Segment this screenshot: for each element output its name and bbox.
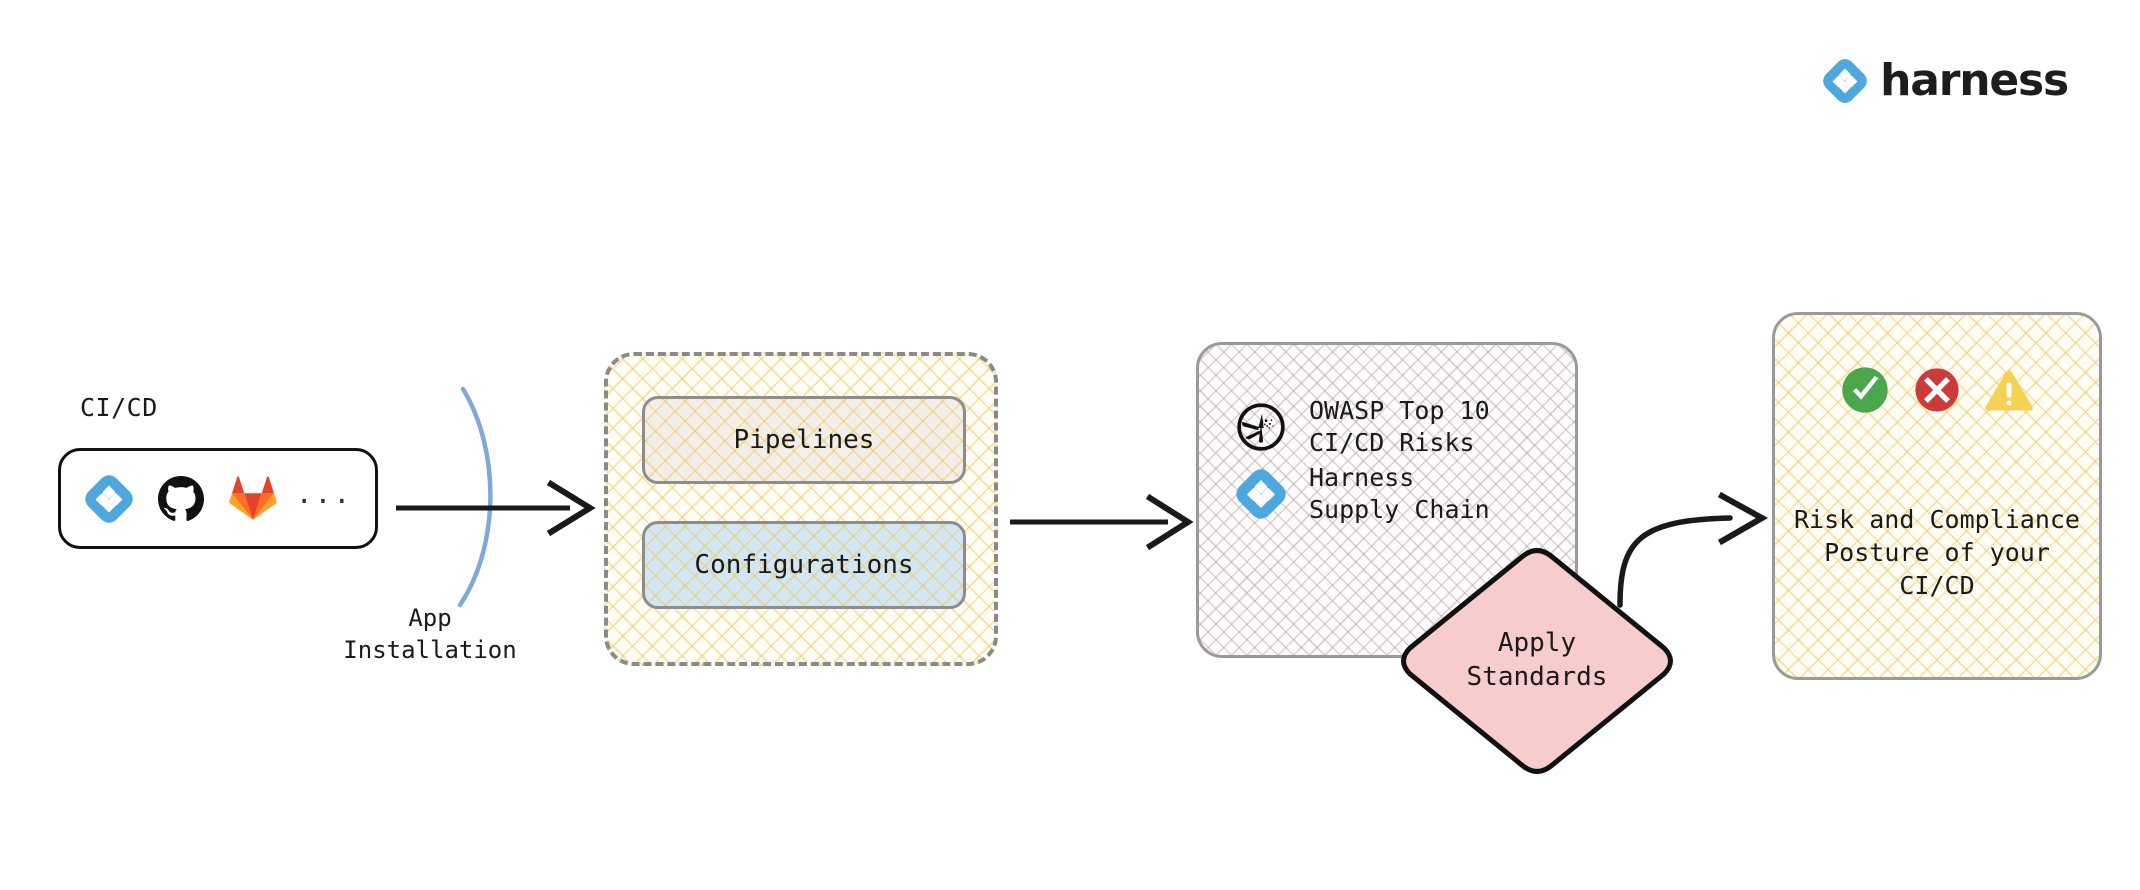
scanned-assets-group: Pipelines Configurations (604, 352, 998, 666)
posture-box: Risk and Compliance Posture of your CI/C… (1772, 312, 2102, 680)
standard-item-harness-label: Harness Supply Chain (1309, 463, 1490, 524)
harness-diamond-icon (84, 474, 133, 523)
card-configurations-label: Configurations (694, 549, 914, 580)
github-octocat-icon (157, 475, 204, 521)
standard-item-harness[interactable]: Harness Supply Chain (1235, 462, 1490, 526)
harness-wordmark: harness (1880, 55, 2069, 106)
arrow-standards-to-posture-head (1717, 491, 1769, 546)
card-configurations[interactable]: Configurations (642, 521, 966, 609)
card-pipelines[interactable]: Pipelines (642, 396, 966, 484)
harness-diamond-icon (1823, 59, 1867, 103)
more-tools-ellipsis: ... (295, 477, 353, 510)
harness-logo: harness (1822, 55, 2069, 106)
app-installation-label: App Installation (343, 604, 517, 664)
harness-diamond-icon (1236, 469, 1286, 519)
gitlab-fox-icon (228, 475, 277, 520)
apply-standards-diamond-shape (1401, 548, 1673, 774)
warning-triangle-icon (1985, 370, 2033, 411)
cicd-tools-box[interactable]: ... (58, 448, 378, 549)
arrow-pipelines-to-standards-head (1145, 493, 1194, 551)
apply-standards-node[interactable]: Apply Standards (1400, 546, 1674, 776)
check-circle-icon (1842, 367, 1888, 413)
standard-item-owasp-label: OWASP Top 10 CI/CD Risks (1309, 396, 1490, 457)
x-circle-icon (1915, 368, 1959, 412)
card-pipelines-label: Pipelines (733, 424, 875, 455)
apply-standards-label: Apply Standards (1466, 628, 1608, 692)
cicd-caption: CI/CD (80, 393, 158, 422)
posture-label: Risk and Compliance Posture of your CI/C… (1794, 505, 2080, 600)
standard-item-owasp[interactable]: OWASP Top 10 CI/CD Risks (1235, 395, 1490, 459)
arrow-source-to-pipelines-head (546, 479, 596, 537)
app-installation-arc (457, 386, 493, 608)
owasp-wasp-icon (1237, 403, 1285, 451)
posture-status-icons (1775, 363, 2099, 417)
